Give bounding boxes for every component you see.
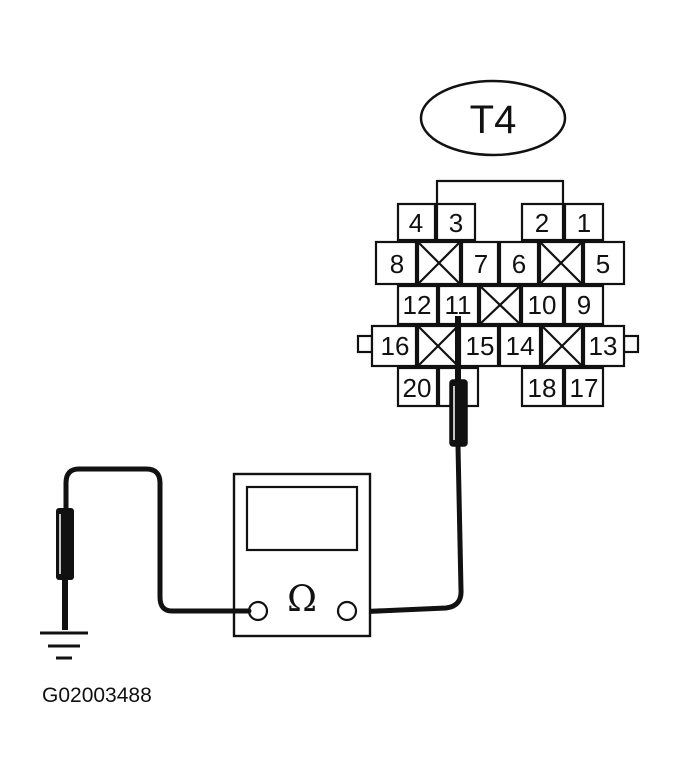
blank-pin-x — [479, 285, 521, 325]
pin-cell — [396, 284, 439, 326]
connector-probe — [352, 316, 468, 615]
ohm-symbol-icon: Ω — [287, 579, 317, 620]
pin-cell — [458, 324, 500, 368]
pin-label-10: 10 — [528, 290, 557, 320]
pin-label-18: 18 — [528, 373, 557, 403]
connector-label-text: T4 — [470, 98, 517, 142]
connector-label: T4 — [419, 79, 567, 157]
pin-label-11: 11 — [445, 290, 472, 320]
ground-probe-tip — [62, 578, 68, 630]
pin-label-13: 13 — [589, 331, 618, 361]
pin-cell — [563, 202, 605, 242]
pin-label-16: 16 — [381, 331, 410, 361]
connector-left-tab — [356, 334, 374, 354]
pin-cell — [498, 324, 542, 368]
blank-pin-x — [417, 241, 461, 285]
connector-lock-tab — [435, 179, 565, 204]
pin-cell — [396, 202, 437, 242]
pin-label-20: 20 — [403, 373, 432, 403]
pin-label-7: 7 — [474, 249, 488, 279]
pin-label-17: 17 — [570, 373, 599, 403]
connector-label-ellipse — [419, 79, 567, 157]
pin-cell — [563, 366, 605, 408]
pin-cell — [520, 284, 565, 326]
connector-t4: 4 3 2 1 8 7 6 5 12 11 10 9 16 — [370, 202, 626, 408]
pin-label-12: 12 — [403, 290, 432, 320]
pin-label-15: 15 — [466, 331, 495, 361]
ground-probe — [40, 466, 252, 660]
connector-right-tab — [622, 334, 640, 354]
pin-cell — [460, 240, 500, 286]
blank-pin-x — [541, 325, 583, 367]
pin-cell — [435, 202, 477, 242]
ohmmeter: Ω — [232, 472, 372, 638]
pin-label-3: 3 — [449, 208, 463, 238]
ground-wire — [63, 466, 252, 614]
ohmmeter-terminal-left — [247, 600, 269, 622]
pin-label-2: 2 — [535, 208, 549, 238]
pin-cell — [374, 240, 418, 286]
pin-cell — [582, 324, 626, 368]
pin-label-5: 5 — [596, 249, 610, 279]
probe-tip — [455, 316, 461, 382]
probe-wire — [352, 443, 464, 615]
pin-label-6: 6 — [512, 249, 526, 279]
pin-cell — [396, 366, 439, 408]
pin-cell — [370, 324, 418, 368]
pin-label-9: 9 — [577, 290, 591, 320]
pin-cell — [582, 240, 626, 286]
pin-cell — [563, 284, 605, 326]
pin-label-8: 8 — [390, 249, 404, 279]
ohmmeter-display — [245, 485, 359, 552]
probe-handle — [449, 379, 468, 447]
figure-code: G02003488 — [42, 684, 152, 707]
pin-label-14: 14 — [506, 331, 535, 361]
pin-cell — [520, 202, 565, 242]
blank-pin-x — [539, 241, 583, 285]
ground-probe-handle — [56, 508, 74, 580]
blank-pin-x — [417, 325, 459, 367]
pin-cell — [498, 240, 540, 286]
ohmmeter-terminal-right — [336, 600, 358, 622]
pin-label-1: 1 — [577, 208, 591, 238]
pin-label-4: 4 — [409, 208, 423, 238]
pin-cell — [520, 366, 565, 408]
